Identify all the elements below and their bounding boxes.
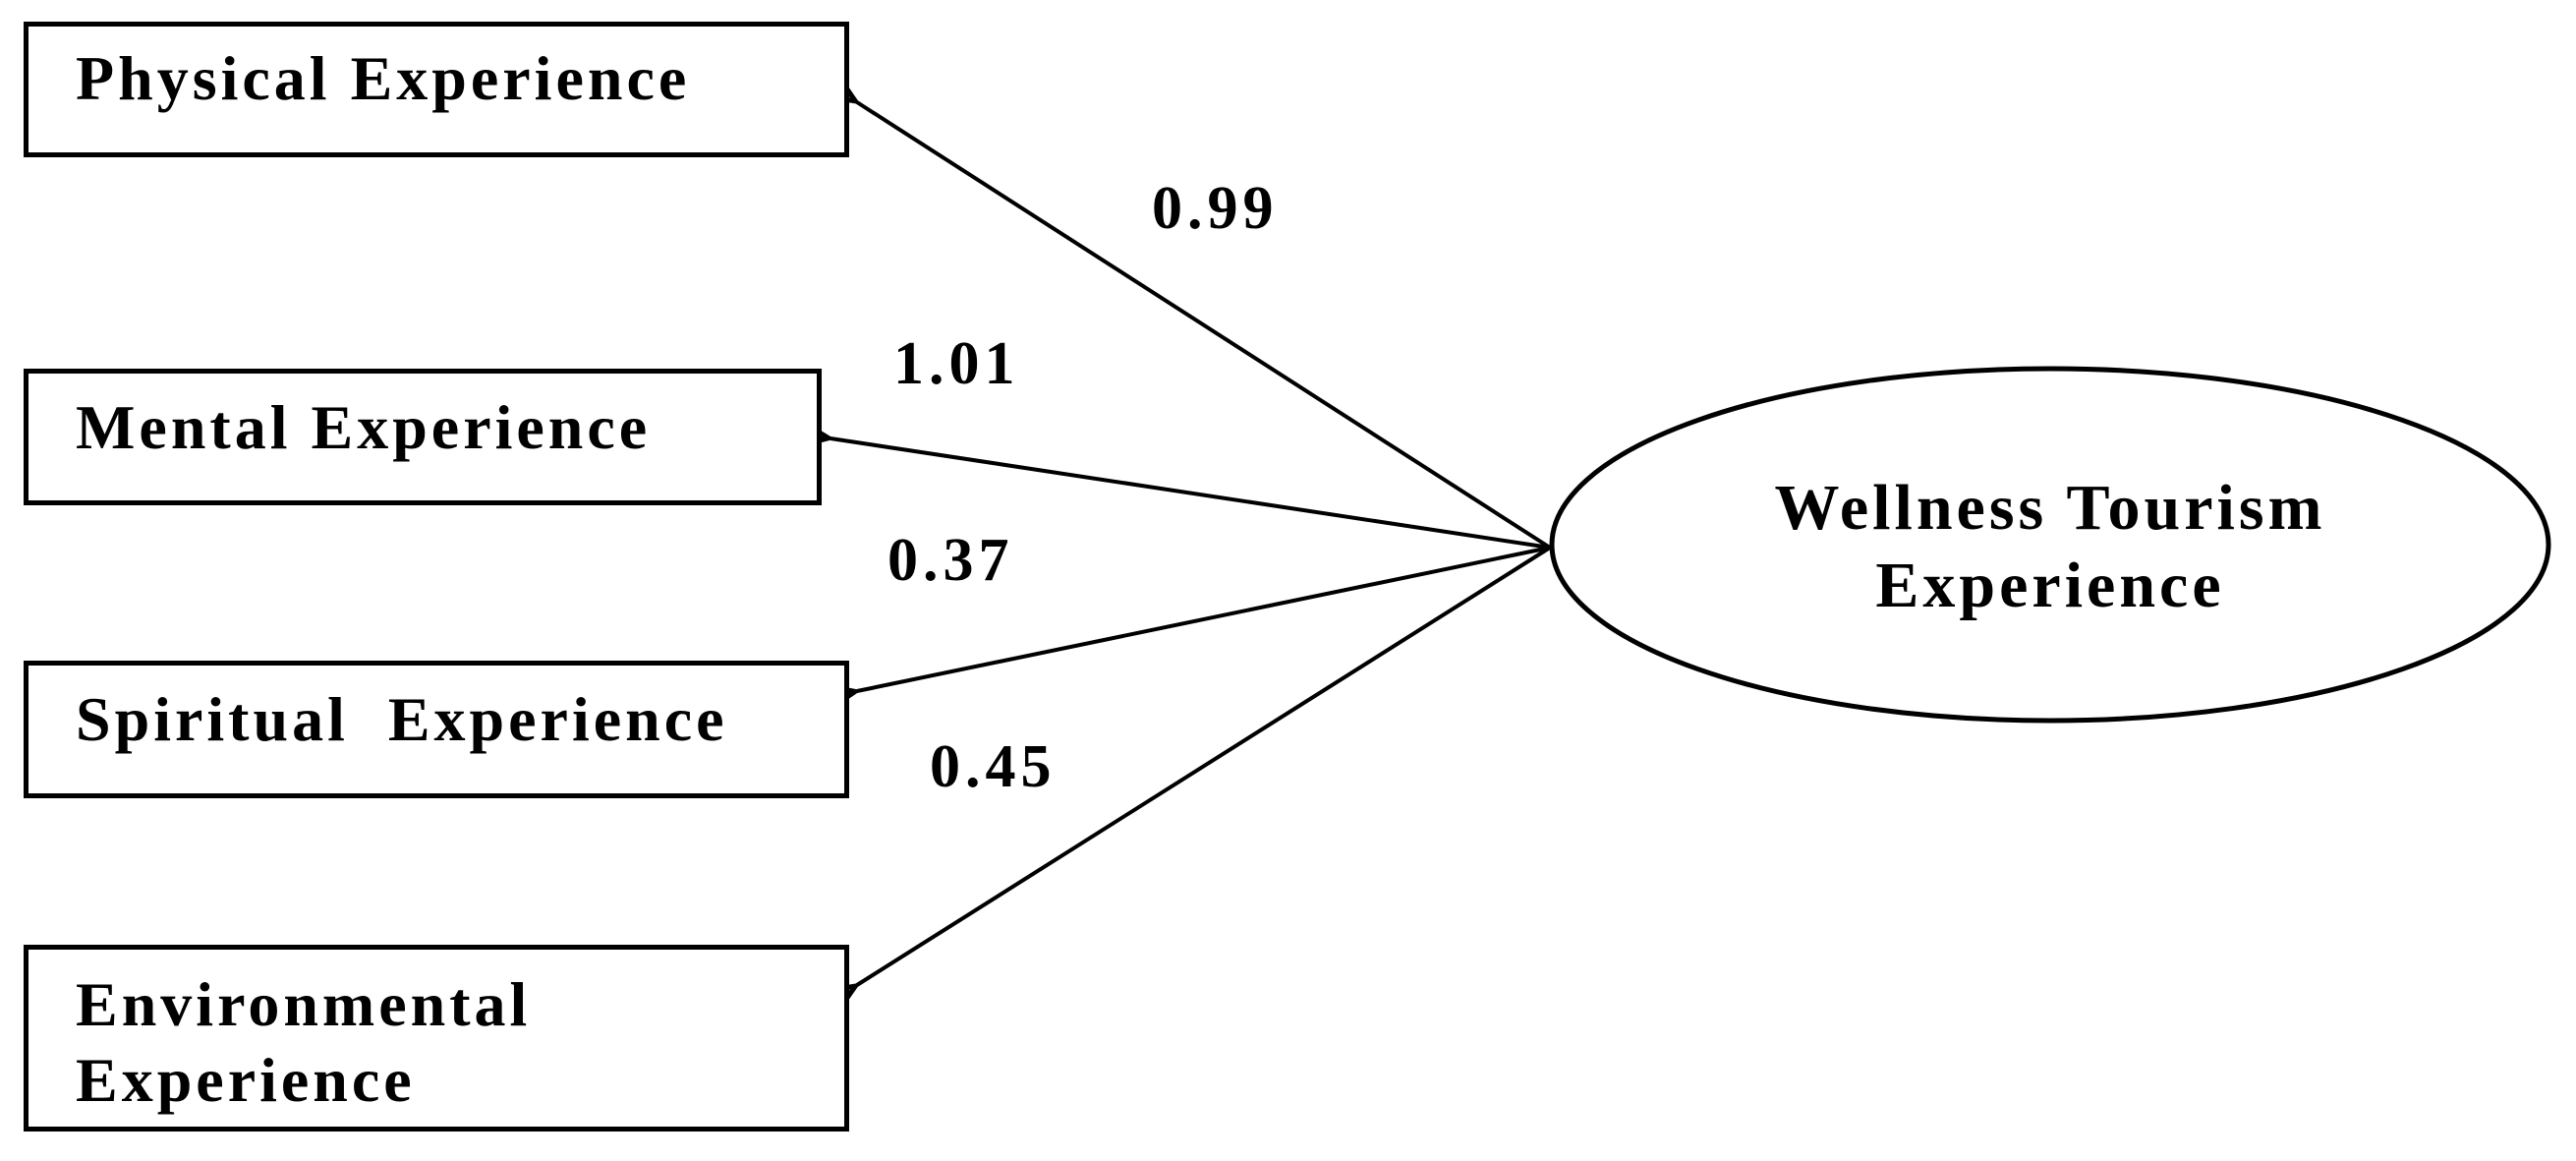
node-label: Mental Experience xyxy=(76,392,652,462)
path-arrow-mental xyxy=(830,438,1551,550)
coefficient-label-physical: 0.99 xyxy=(1152,175,1279,242)
node-label: Environmental Experience xyxy=(76,969,532,1115)
coefficient-label-spiritual: 0.37 xyxy=(887,527,1014,594)
node-label: Spiritual Experience xyxy=(76,684,728,754)
latent-ellipse xyxy=(1549,366,2551,724)
coefficient-label-mental: 1.01 xyxy=(893,330,1020,397)
path-arrow-environmental xyxy=(857,546,1552,985)
node-mental-experience: Mental Experience xyxy=(24,369,822,505)
path-arrow-physical xyxy=(857,102,1552,550)
node-environmental-experience: Environmental Experience xyxy=(24,945,849,1132)
latent-label: Wellness Tourism Experience xyxy=(1774,472,2326,622)
coefficient-label-environmental: 0.45 xyxy=(930,733,1057,800)
node-label: Physical Experience xyxy=(76,43,691,113)
path-arrow-spiritual xyxy=(857,546,1551,691)
node-spiritual-experience: Spiritual Experience xyxy=(24,661,849,798)
node-physical-experience: Physical Experience xyxy=(24,22,849,157)
